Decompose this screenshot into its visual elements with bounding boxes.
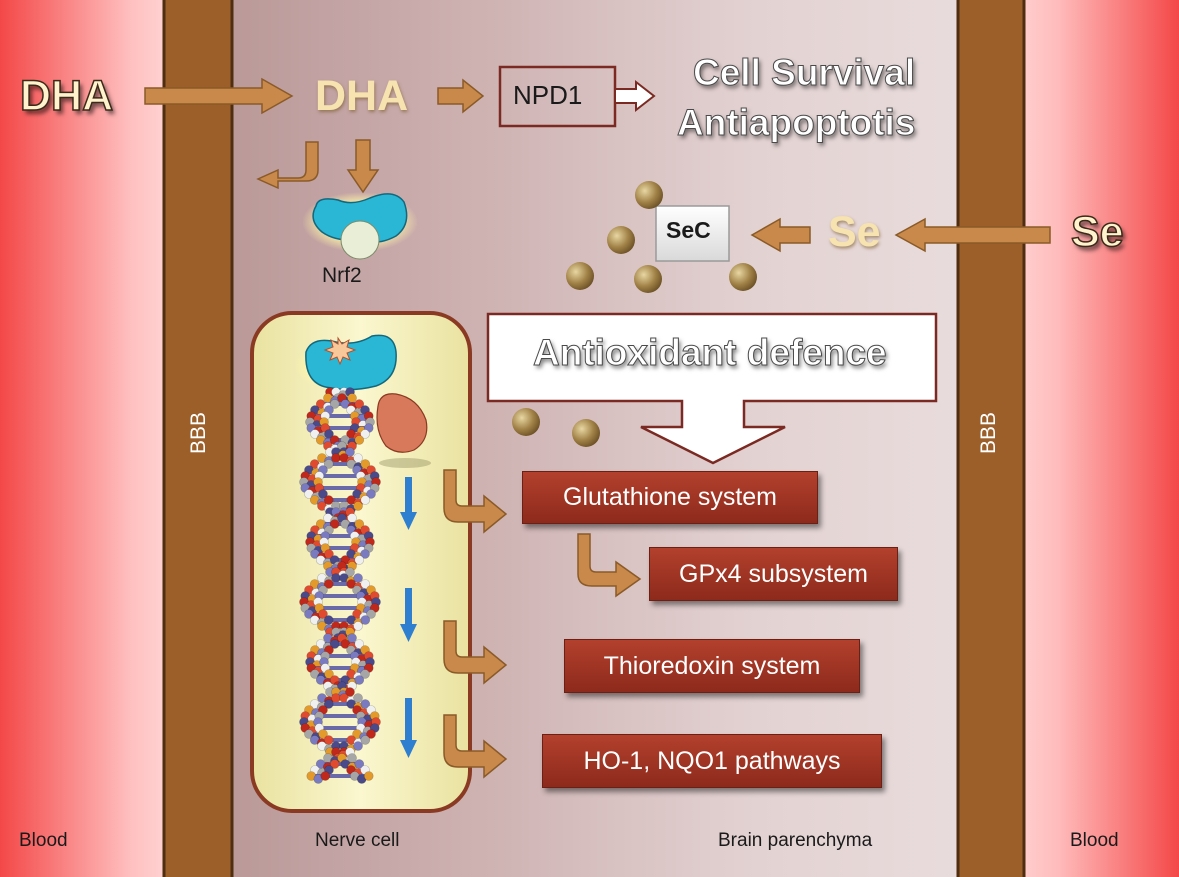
nrf2-bound (294, 334, 397, 392)
dna-atom (354, 759, 365, 769)
dna-atom (354, 399, 365, 409)
dna-atom (329, 519, 340, 529)
dna-atom (331, 573, 341, 583)
gpx4-subsystem-label: GPx4 subsystem (679, 559, 868, 588)
npd1-label: NPD1 (513, 80, 583, 110)
dna-atom (360, 579, 371, 589)
down-arrow-nrf2 (346, 139, 380, 194)
se-cell-label: Se (828, 208, 881, 256)
npd1-box (498, 65, 617, 128)
dna-atom (331, 453, 341, 463)
dna-atom (360, 429, 370, 439)
glutathione-system-label: Glutathione system (563, 483, 777, 511)
cofactor-protein (376, 393, 428, 453)
nrf2-label: Nrf2 (322, 264, 362, 287)
dna-atom (354, 435, 365, 445)
thioredoxin-system-box: Thioredoxin system (564, 639, 860, 693)
bbb-left-label: BBB (187, 411, 210, 455)
dna-atom (329, 399, 340, 409)
bent-arrows (443, 469, 642, 779)
dna-atom (360, 699, 371, 709)
dna-helix (299, 387, 381, 784)
antioxidant-defence-label: Antioxidant defence (533, 332, 888, 374)
dna-atom (366, 609, 376, 619)
dna-atom (360, 735, 371, 745)
blood-region-right (1005, 0, 1179, 877)
dha-cell-label: DHA (315, 72, 409, 120)
dna-atom (318, 729, 328, 739)
nrf2-complex (302, 192, 418, 260)
bbb-membrane-left (162, 0, 234, 877)
bbb-right-label: BBB (977, 411, 1000, 455)
dna-atom (323, 495, 334, 505)
curved-arrow-left (256, 141, 319, 190)
gpx4-subsystem-box: GPx4 subsystem (649, 547, 898, 601)
thioredoxin-system-label: Thioredoxin system (603, 651, 821, 680)
dna-atom (353, 501, 363, 511)
dna-atom (323, 579, 334, 589)
blood-left-label: Blood (19, 830, 68, 851)
blood-right-label: Blood (1070, 830, 1119, 851)
selenium-particles (512, 181, 757, 447)
se-entry-arrow (894, 217, 1051, 253)
dna-atom (354, 675, 365, 685)
dna-atom (366, 729, 376, 739)
dna-atom (323, 615, 334, 625)
nerve-cell-label: Nerve cell (315, 830, 400, 851)
dna-atom (360, 669, 370, 679)
dna-atom (354, 555, 365, 565)
dna-atom (320, 771, 331, 781)
se-sec-arrow (750, 217, 811, 253)
antioxidant-callout (486, 312, 938, 465)
sec-label: SeC (666, 217, 711, 243)
glutathione-system-box: Glutathione system (522, 471, 818, 524)
cell-survival-label: Cell Survival (692, 52, 916, 94)
dna-atom (360, 615, 371, 625)
dna-atom (354, 639, 365, 649)
dha-entry-arrow (144, 77, 294, 115)
dna-atom (345, 567, 355, 577)
dna-atom (329, 759, 340, 769)
dna-atom (331, 693, 341, 703)
dna-atom (318, 489, 328, 499)
dna-atom (345, 687, 355, 697)
dna-atom (363, 771, 374, 781)
dna-atom (323, 735, 334, 745)
brain-parenchyma-label: Brain parenchyma (718, 830, 873, 851)
dna-atom (353, 453, 363, 463)
dha-blood-label: DHA (19, 71, 114, 121)
blood-region-left (0, 0, 175, 877)
sec-box (655, 205, 730, 262)
dna-atom (323, 699, 334, 709)
dna-atom (366, 489, 376, 499)
npd1-survival-arrow (616, 79, 656, 113)
se-blood-label: Se (1070, 207, 1124, 257)
dna-atom (318, 609, 328, 619)
ho1-nqo1-box: HO-1, NQO1 pathways (542, 734, 882, 788)
dna-atom (360, 459, 371, 469)
dha-npd1-arrow (437, 78, 485, 114)
antiapoptotis-label: Antiapoptotis (676, 102, 916, 144)
dna-atom (360, 549, 370, 559)
dna-atom (353, 693, 363, 703)
dna-atom (353, 573, 363, 583)
dna-atom (323, 459, 334, 469)
dna-atom (353, 741, 363, 751)
dna-atom (345, 447, 355, 457)
dna-atom (360, 495, 371, 505)
bbb-membrane-right (956, 0, 1026, 877)
ho1-nqo1-label: HO-1, NQO1 pathways (583, 746, 841, 775)
dna-atom (353, 621, 363, 631)
dna-atom (329, 639, 340, 649)
transcription-arrows (400, 477, 417, 758)
dna-atom (354, 519, 365, 529)
